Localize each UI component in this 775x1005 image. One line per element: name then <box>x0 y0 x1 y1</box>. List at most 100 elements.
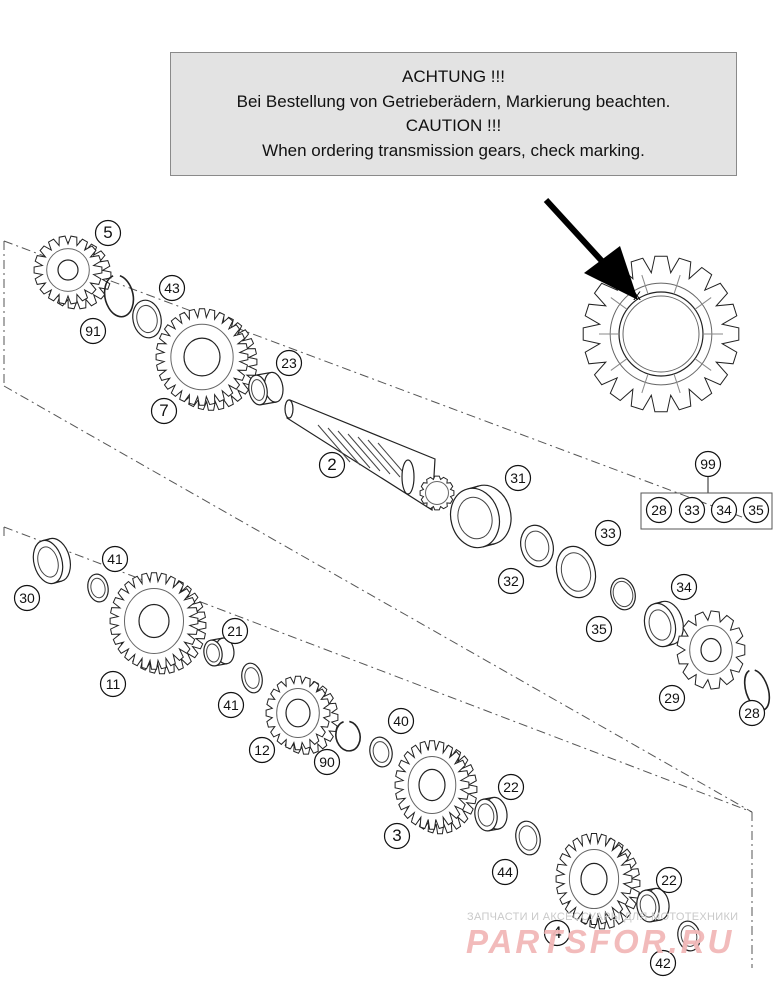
callout-circle <box>543 919 571 947</box>
callout-part-28: 28 <box>738 699 766 727</box>
needle-bearing-21 <box>203 637 235 667</box>
callout-circle <box>649 949 677 977</box>
washer-44 <box>515 820 541 856</box>
callout-circle <box>383 822 411 850</box>
o-ring-35 <box>610 577 636 611</box>
callout-circle <box>504 464 532 492</box>
callout-number: 34 <box>716 502 732 518</box>
washer-41 <box>241 662 263 694</box>
assembly-outline <box>3 240 753 968</box>
spacer-34 <box>643 600 684 648</box>
callout-part-35a: 35 <box>742 496 770 524</box>
callout-part-99: 99 <box>694 450 722 478</box>
callout-circle <box>670 573 698 601</box>
callout-circle <box>313 748 341 776</box>
notice-line-caution: CAUTION !!! <box>405 116 502 135</box>
callout-circle <box>387 707 415 735</box>
callout-number: 33 <box>684 502 700 518</box>
callout-part-43: 43 <box>158 274 186 302</box>
notice-line-german: Bei Bestellung von Getrieberädern, Marki… <box>236 91 671 111</box>
callout-part-4: 4 <box>543 919 571 947</box>
callout-circle <box>738 699 766 727</box>
callout-circle <box>742 496 770 524</box>
thrust-washer-40 <box>369 736 393 768</box>
callout-number: 35 <box>591 621 607 637</box>
callout-circle <box>94 219 122 247</box>
callout-part-5: 5 <box>94 219 122 247</box>
callout-circle <box>678 496 706 524</box>
callout-circle <box>248 736 276 764</box>
callout-part-40: 40 <box>387 707 415 735</box>
washer-42 <box>677 920 701 952</box>
callout-number: 99 <box>700 456 716 472</box>
callout-part-90: 90 <box>313 748 341 776</box>
callout-circle <box>275 349 303 377</box>
thrust-washer-43 <box>132 299 162 339</box>
gear-12 <box>265 675 339 755</box>
callout-circle <box>150 397 178 425</box>
marking-arrow <box>543 197 638 300</box>
gear-4 <box>555 833 641 930</box>
callout-part-22a: 22 <box>497 773 525 801</box>
callout-part-23: 23 <box>275 349 303 377</box>
callout-number: 22 <box>503 779 519 795</box>
callout-part-30: 30 <box>13 584 41 612</box>
callout-part-33a: 33 <box>678 496 706 524</box>
callout-number: 11 <box>106 676 121 692</box>
ball-bearing-30 <box>32 537 72 585</box>
callout-number: 34 <box>676 579 692 595</box>
callout-number: 2 <box>327 455 336 474</box>
callout-number: 31 <box>510 470 526 486</box>
callout-number: 3 <box>392 826 401 845</box>
callout-number: 30 <box>19 590 35 606</box>
callout-part-29: 29 <box>658 684 686 712</box>
callout-circle <box>655 866 683 894</box>
watermark-brand: PARTSFOR.RU <box>466 923 734 960</box>
needle-bearing-23 <box>248 371 284 406</box>
leader-lines <box>641 475 772 494</box>
callout-part-31: 31 <box>504 464 532 492</box>
callout-part-42: 42 <box>649 949 677 977</box>
callout-number: 22 <box>661 872 677 888</box>
callout-part-34: 34 <box>670 573 698 601</box>
callout-circle <box>497 567 525 595</box>
watermark-brand-text: PARTSFOR.RU <box>466 923 734 960</box>
callout-part-11: 11 <box>99 670 127 698</box>
callout-part-28a: 28 <box>645 496 673 524</box>
callout-number: 91 <box>85 323 101 339</box>
ball-bearing-31 <box>449 484 512 549</box>
callout-circle <box>318 451 346 479</box>
notice-line-achtung: ACHTUNG !!! <box>402 67 505 86</box>
gear-3 <box>394 740 478 835</box>
callout-part-91: 91 <box>79 317 107 345</box>
callout-circle <box>101 545 129 573</box>
callout-number: 21 <box>227 623 243 639</box>
callout-number: 43 <box>164 280 180 296</box>
callout-circle <box>79 317 107 345</box>
callout-part-12: 12 <box>248 736 276 764</box>
callout-circle <box>217 691 245 719</box>
callout-part-3: 3 <box>383 822 411 850</box>
gear-7 <box>155 308 258 411</box>
watermark-tagline: ЗАПЧАСТИ И АКСЕССУАРЫ ДЛЯ МОТОТЕХНИКИ <box>467 911 739 923</box>
gear-5 <box>33 235 112 310</box>
callout-circle <box>594 519 622 547</box>
callout-number: 33 <box>600 525 616 541</box>
callout-part-7: 7 <box>150 397 178 425</box>
circlip-91 <box>103 275 135 318</box>
kit-99-box <box>640 492 773 530</box>
sprocket-29 <box>676 610 746 690</box>
callout-number: 4 <box>552 923 561 942</box>
callout-part-2: 2 <box>318 451 346 479</box>
callout-part-33: 33 <box>594 519 622 547</box>
callout-circle <box>99 670 127 698</box>
callout-circle <box>585 615 613 643</box>
callout-part-41a: 41 <box>101 545 129 573</box>
callout-number: 7 <box>159 401 168 420</box>
callout-circle <box>497 773 525 801</box>
callout-circle <box>645 496 673 524</box>
callout-circle <box>658 684 686 712</box>
callout-number: 32 <box>503 573 519 589</box>
callout-number: 29 <box>664 690 680 706</box>
